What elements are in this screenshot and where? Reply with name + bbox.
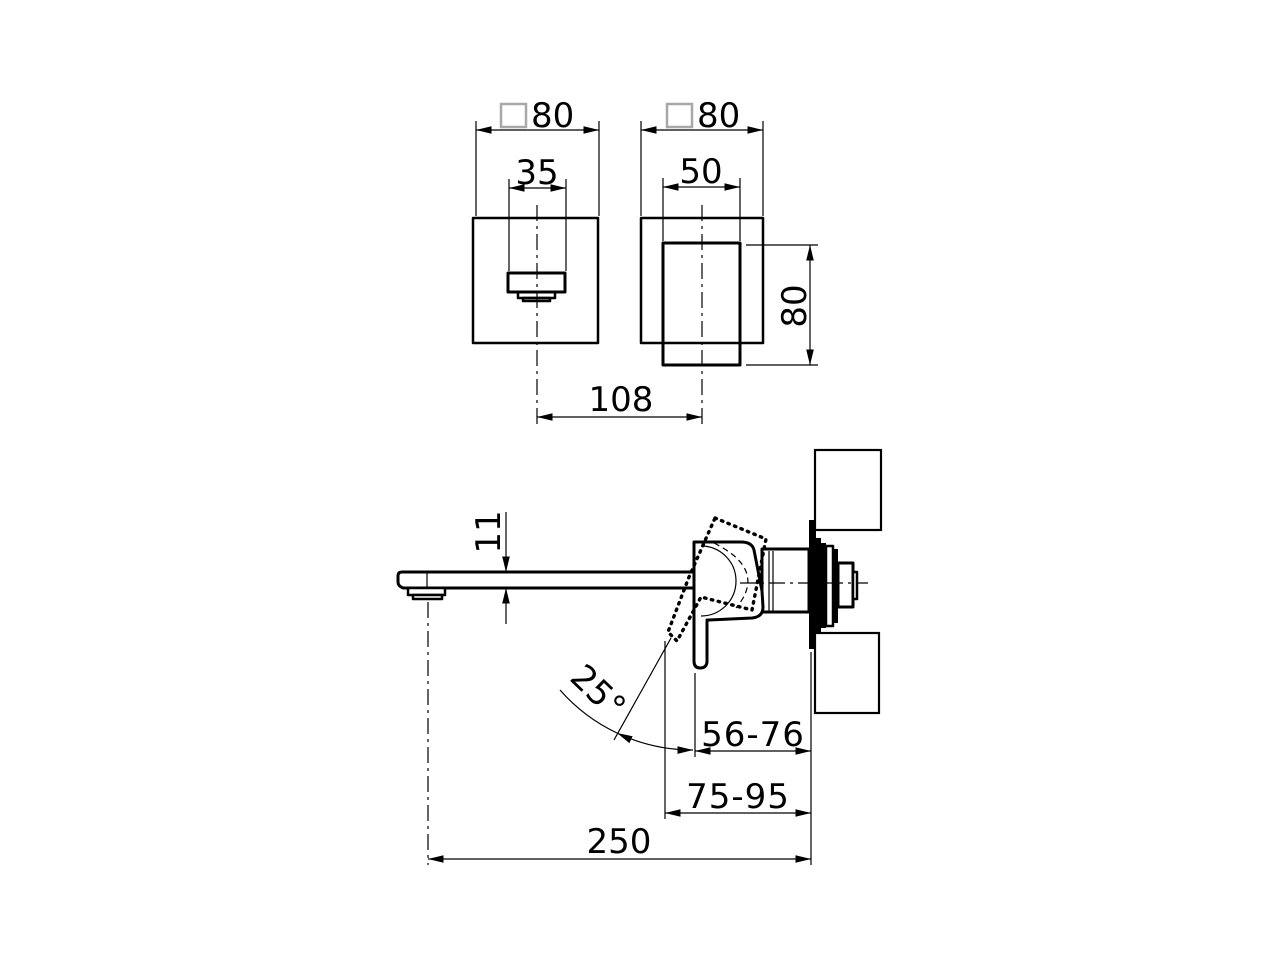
supply-connector-nut bbox=[836, 561, 855, 609]
cartridge-housing bbox=[760, 547, 811, 614]
dim-spout-width: 35 bbox=[508, 153, 567, 271]
handle-joint-arc-tilted bbox=[713, 542, 749, 609]
handle-height-label: 80 bbox=[775, 284, 815, 327]
spout-width-label: 35 bbox=[515, 153, 558, 193]
handle-plate-size-label: 80 bbox=[697, 96, 740, 136]
projection-range-label: 75-95 bbox=[686, 777, 790, 817]
spout-wall-plate-outline bbox=[471, 216, 600, 345]
front-view-spout-plate: 80 35 bbox=[471, 96, 600, 428]
wall-section-upper bbox=[813, 448, 883, 532]
side-view: 11 25° 56-76 75-95 250 bbox=[396, 448, 883, 865]
wall-section-lower bbox=[813, 631, 881, 715]
dim-center-distance: 108 bbox=[537, 380, 702, 421]
spout-side-outline bbox=[396, 570, 693, 590]
dim-depth-range: 56-76 bbox=[695, 715, 811, 755]
wall-flange bbox=[809, 520, 816, 649]
handle-tilted-outline bbox=[666, 516, 768, 643]
square-symbol-icon bbox=[665, 102, 694, 129]
square-symbol-icon bbox=[499, 102, 528, 129]
dim-spout-plate-size: 80 bbox=[475, 96, 600, 216]
handle-side-outline bbox=[692, 540, 765, 670]
spout-reach-label: 250 bbox=[587, 822, 652, 862]
concealed-valve-body bbox=[816, 538, 859, 632]
dim-handle-width: 50 bbox=[662, 152, 741, 241]
spout-thickness-label: 11 bbox=[469, 510, 509, 553]
front-view-handle-plate: 80 50 80 bbox=[639, 96, 818, 428]
dim-projection-range: 75-95 bbox=[665, 777, 811, 817]
dim-spout-reach: 250 bbox=[428, 822, 811, 863]
dim-spout-thickness: 11 bbox=[469, 510, 510, 624]
handle-joint-arc bbox=[700, 545, 737, 617]
tilt-leader-line bbox=[613, 637, 672, 741]
depth-range-label: 56-76 bbox=[701, 715, 805, 755]
center-distance-label: 108 bbox=[589, 380, 654, 420]
dim-handle-plate-size: 80 bbox=[640, 96, 764, 216]
spout-plate-size-label: 80 bbox=[531, 96, 574, 136]
dim-handle-height: 80 bbox=[746, 244, 818, 366]
handle-width-label: 50 bbox=[679, 152, 722, 192]
